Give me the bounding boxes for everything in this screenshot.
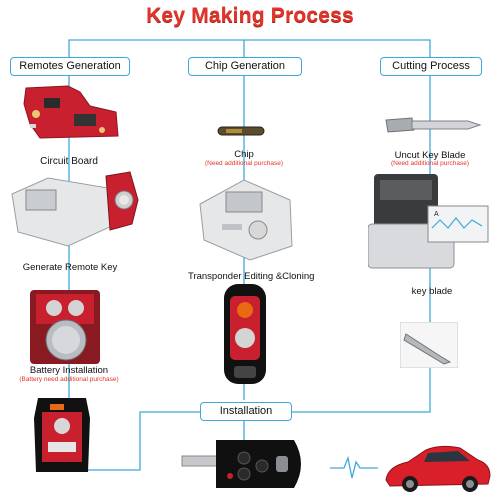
final-key-fob-image xyxy=(180,436,310,492)
chip-transponder-image xyxy=(216,124,266,138)
remotes-generation-header: Remotes Generation xyxy=(10,57,130,76)
battery-installation-image xyxy=(30,290,100,364)
uncut-key-blade-image xyxy=(384,114,482,136)
circuit-board-label: Circuit Board xyxy=(9,156,129,167)
battery-note: (Battery need additional purchase) xyxy=(9,376,129,383)
generate-remote-key-label: Generate Remote Key xyxy=(14,262,126,273)
remote-key-interior-image xyxy=(32,398,92,472)
circuit-board-image xyxy=(20,84,120,140)
chip-label: Chip xyxy=(196,149,292,160)
key-cutting-machine-image: A xyxy=(368,170,492,272)
remote-key-open-image xyxy=(222,284,268,384)
battery-installation-label: Battery Installation xyxy=(9,365,129,376)
chip-generation-header: Chip Generation xyxy=(188,57,302,76)
svg-text:A: A xyxy=(434,211,439,218)
remote-generator-device-image xyxy=(8,170,148,248)
key-blade-label: key blade xyxy=(384,286,480,297)
uncut-key-blade-note: (Need additional purchase) xyxy=(378,160,482,167)
heartbeat-line-icon xyxy=(330,452,378,482)
transponder-device-image xyxy=(196,174,296,262)
key-blade-cut-image xyxy=(400,322,458,368)
cutting-process-header: Cutting Process xyxy=(380,57,482,76)
chip-note: (Need additional purchase) xyxy=(186,160,302,167)
red-car-image xyxy=(382,440,494,496)
installation-box: Installation xyxy=(200,402,292,421)
transponder-editing-label: Transponder Editing &Cloning xyxy=(188,271,300,282)
